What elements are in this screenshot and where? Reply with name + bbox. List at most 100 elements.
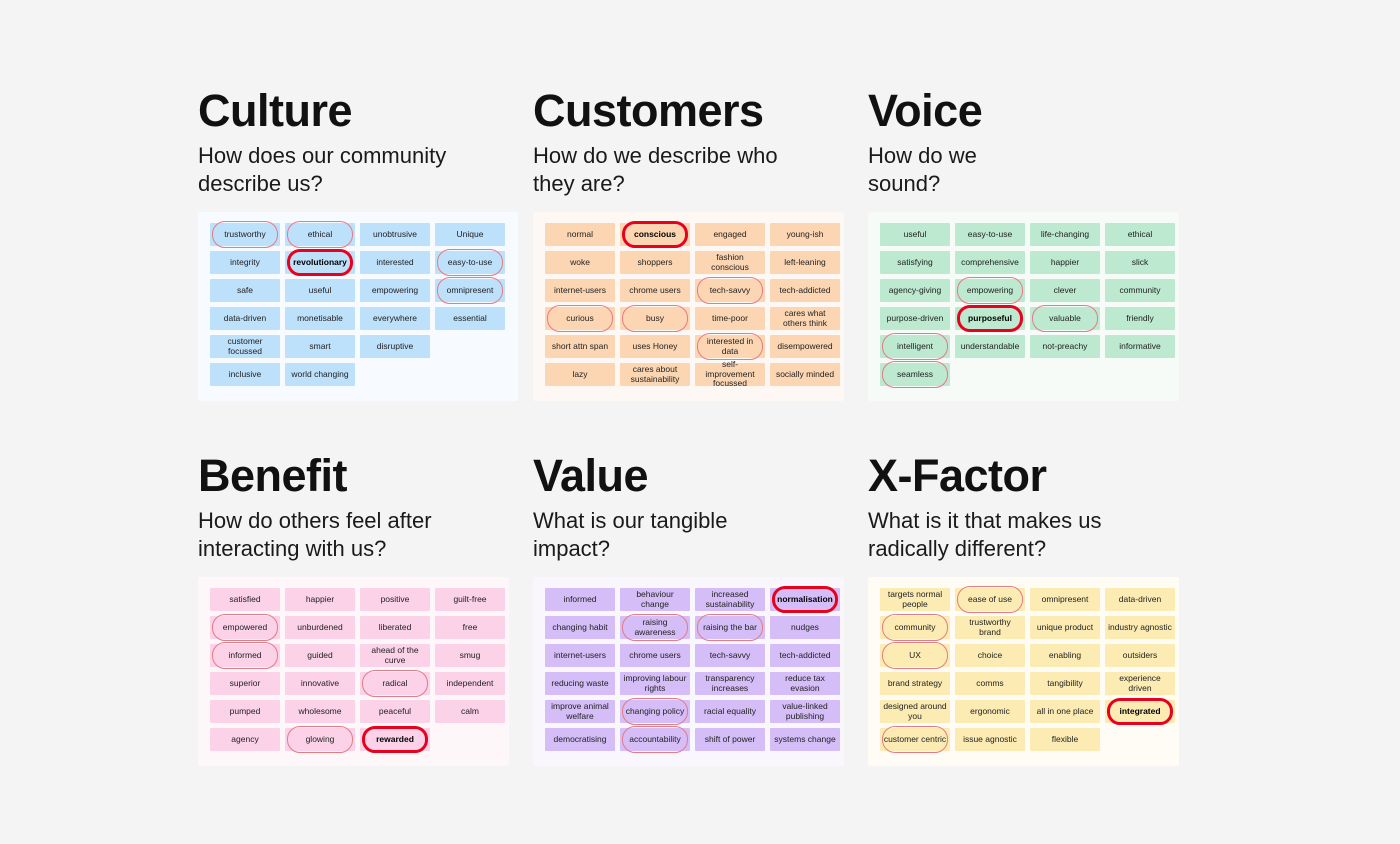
sticky-note[interactable]: left-leaning [770,251,840,274]
sticky-note-circled[interactable]: community [880,614,950,641]
sticky-note-circled[interactable]: glowing [285,726,355,753]
sticky-note[interactable]: understandable [955,335,1025,358]
sticky-note[interactable]: safe [210,279,280,302]
sticky-note[interactable]: agency-giving [880,279,950,302]
sticky-note[interactable]: clever [1030,279,1100,302]
sticky-note[interactable]: interested [360,251,430,274]
sticky-note[interactable]: customer focussed [210,335,280,358]
sticky-note[interactable]: value-linked publishing [770,700,840,723]
sticky-note[interactable]: brand strategy [880,672,950,695]
sticky-note[interactable]: internet-users [545,644,615,667]
sticky-note[interactable]: unobtrusive [360,223,430,246]
sticky-note[interactable]: guilt-free [435,588,505,611]
sticky-note[interactable]: chrome users [620,644,690,667]
sticky-note[interactable]: superior [210,672,280,695]
sticky-note[interactable]: cares what others think [770,307,840,330]
sticky-note-circled[interactable]: omnipresent [435,277,505,304]
sticky-note[interactable]: happier [1030,251,1100,274]
sticky-note[interactable]: pumped [210,700,280,723]
sticky-note[interactable]: racial equality [695,700,765,723]
sticky-note[interactable]: useful [285,279,355,302]
sticky-note[interactable]: reduce tax evasion [770,672,840,695]
sticky-note-circled[interactable]: raising awareness [620,614,690,641]
sticky-note[interactable]: independent [435,672,505,695]
sticky-note-circled[interactable]: trustworthy [210,221,280,248]
sticky-note[interactable]: informed [545,588,615,611]
sticky-note-selected[interactable]: integrated [1105,698,1175,725]
sticky-note-circled[interactable]: valuable [1030,305,1100,332]
sticky-note[interactable]: transparency increases [695,672,765,695]
sticky-note[interactable]: empowering [360,279,430,302]
sticky-note-circled[interactable]: seamless [880,361,950,388]
sticky-note[interactable]: targets normal people [880,588,950,611]
sticky-note-circled[interactable]: accountability [620,726,690,753]
sticky-note[interactable]: socially minded [770,363,840,386]
sticky-note[interactable]: comms [955,672,1025,695]
sticky-note[interactable]: shoppers [620,251,690,274]
sticky-note[interactable]: cares about sustainability [620,363,690,386]
sticky-note[interactable]: agency [210,728,280,751]
sticky-note[interactable]: data-driven [210,307,280,330]
sticky-note[interactable]: life-changing [1030,223,1100,246]
sticky-note[interactable]: industry agnostic [1105,616,1175,639]
sticky-note[interactable]: young-ish [770,223,840,246]
sticky-note-circled[interactable]: ease of use [955,586,1025,613]
sticky-note[interactable]: all in one place [1030,700,1100,723]
sticky-note[interactable]: designed around you [880,700,950,723]
sticky-note[interactable]: increased sustainability [695,588,765,611]
sticky-note[interactable]: trustworthy brand [955,616,1025,639]
sticky-note[interactable]: wholesome [285,700,355,723]
sticky-note[interactable]: happier [285,588,355,611]
sticky-note-circled[interactable]: changing policy [620,698,690,725]
sticky-note[interactable]: democratising [545,728,615,751]
sticky-note[interactable]: chrome users [620,279,690,302]
sticky-note[interactable]: guided [285,644,355,667]
sticky-note[interactable]: choice [955,644,1025,667]
sticky-note-circled[interactable]: customer centric [880,726,950,753]
sticky-note[interactable]: monetisable [285,307,355,330]
sticky-note[interactable]: shift of power [695,728,765,751]
sticky-note[interactable]: Unique [435,223,505,246]
sticky-note[interactable]: reducing waste [545,672,615,695]
sticky-note-circled[interactable]: intelligent [880,333,950,360]
sticky-note[interactable]: engaged [695,223,765,246]
sticky-note[interactable]: lazy [545,363,615,386]
sticky-note[interactable]: community [1105,279,1175,302]
sticky-note-circled[interactable]: ethical [285,221,355,248]
sticky-note-selected[interactable]: conscious [620,221,690,248]
sticky-note-circled[interactable]: interested in data [695,333,765,360]
sticky-note[interactable]: outsiders [1105,644,1175,667]
sticky-note[interactable]: short attn span [545,335,615,358]
sticky-note[interactable]: not-preachy [1030,335,1100,358]
sticky-note-circled[interactable]: radical [360,670,430,697]
sticky-note[interactable]: positive [360,588,430,611]
sticky-note-selected[interactable]: normalisation [770,586,840,613]
sticky-note[interactable]: unburdened [285,616,355,639]
sticky-note[interactable]: purpose-driven [880,307,950,330]
sticky-note[interactable]: tech-addicted [770,279,840,302]
sticky-note[interactable]: nudges [770,616,840,639]
sticky-note[interactable]: satisfying [880,251,950,274]
sticky-note[interactable]: free [435,616,505,639]
sticky-note[interactable]: improve animal welfare [545,700,615,723]
sticky-note-circled[interactable]: empowered [210,614,280,641]
sticky-note[interactable]: issue agnostic [955,728,1025,751]
sticky-note-selected[interactable]: purposeful [955,305,1025,332]
sticky-note[interactable]: normal [545,223,615,246]
sticky-note-circled[interactable]: curious [545,305,615,332]
sticky-note[interactable]: slick [1105,251,1175,274]
sticky-note[interactable]: liberated [360,616,430,639]
sticky-note[interactable]: inclusive [210,363,280,386]
sticky-note[interactable]: woke [545,251,615,274]
sticky-note[interactable]: experience driven [1105,672,1175,695]
sticky-note-circled[interactable]: tech-savvy [695,277,765,304]
sticky-note[interactable]: tech-savvy [695,644,765,667]
sticky-note[interactable]: smart [285,335,355,358]
sticky-note-circled[interactable]: UX [880,642,950,669]
sticky-note-circled[interactable]: easy-to-use [435,249,505,276]
sticky-note[interactable]: tangibility [1030,672,1100,695]
sticky-note-selected[interactable]: rewarded [360,726,430,753]
sticky-note[interactable]: everywhere [360,307,430,330]
sticky-note[interactable]: satisfied [210,588,280,611]
sticky-note[interactable]: integrity [210,251,280,274]
